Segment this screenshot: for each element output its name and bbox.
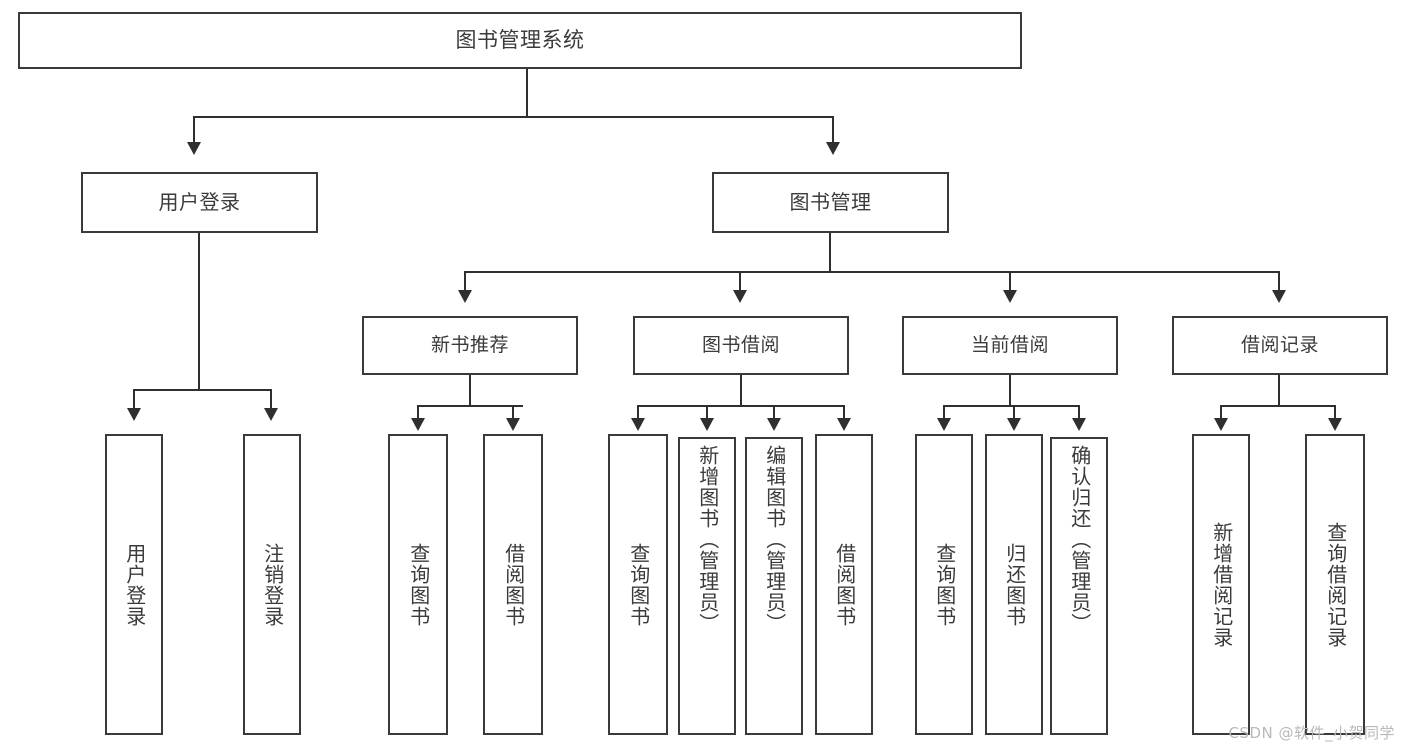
- connector-new-book-drop-2: [512, 405, 514, 419]
- leaf-query-book-2-label: 查询图书: [626, 542, 651, 627]
- arrowhead-new-book-recommend: [458, 290, 472, 303]
- connector-book-manage-stem: [829, 233, 831, 273]
- leaf-user-login[interactable]: 用户登录: [105, 434, 163, 735]
- arrowhead-current-borrow: [1003, 290, 1017, 303]
- connector-new-book-drop-1: [417, 405, 419, 419]
- arrowhead-leaf-query-book-3: [937, 418, 951, 431]
- connector-root-to-user-login: [193, 116, 195, 146]
- leaf-query-book-3-label: 查询图书: [932, 542, 957, 627]
- connector-book-borrow-drop-1: [637, 405, 639, 419]
- arrowhead-leaf-query-record: [1328, 418, 1342, 431]
- node-book-borrow[interactable]: 图书借阅: [633, 316, 849, 375]
- connector-user-login-drop-2: [270, 389, 272, 411]
- connector-borrow-record-bus: [1220, 405, 1336, 407]
- node-root[interactable]: 图书管理系统: [18, 12, 1022, 69]
- connector-to-borrow-record: [1278, 271, 1280, 293]
- leaf-borrow-book-1[interactable]: 借阅图书: [483, 434, 543, 735]
- leaf-query-book-3[interactable]: 查询图书: [915, 434, 973, 735]
- leaf-return-book-label: 归还图书: [1002, 542, 1027, 627]
- connector-root-to-book-manage: [832, 116, 834, 146]
- arrowhead-leaf-logout: [264, 408, 278, 421]
- leaf-edit-book-admin-label: 编辑图书（管理员）: [762, 445, 787, 634]
- connector-current-borrow-drop-2: [1013, 405, 1015, 419]
- connector-book-borrow-drop-2: [706, 405, 708, 419]
- node-book-manage[interactable]: 图书管理: [712, 172, 949, 233]
- leaf-logout[interactable]: 注销登录: [243, 434, 301, 735]
- arrowhead-leaf-query-book-1: [411, 418, 425, 431]
- leaf-user-login-label: 用户登录: [122, 542, 147, 627]
- leaf-borrow-book-2[interactable]: 借阅图书: [815, 434, 873, 735]
- node-new-book-recommend-label: 新书推荐: [430, 333, 509, 356]
- arrowhead-leaf-return-book: [1007, 418, 1021, 431]
- arrowhead-leaf-borrow-book-1: [506, 418, 520, 431]
- connector-book-borrow-drop-3: [773, 405, 775, 419]
- connector-current-borrow-drop-3: [1078, 405, 1080, 419]
- connector-current-borrow-bus: [943, 405, 1078, 407]
- arrowhead-leaf-borrow-book-2: [837, 418, 851, 431]
- node-user-login-label: 用户登录: [158, 190, 241, 215]
- node-new-book-recommend[interactable]: 新书推荐: [362, 316, 578, 375]
- connector-book-borrow-stem: [740, 375, 742, 407]
- connector-user-login-bus: [133, 389, 271, 391]
- leaf-borrow-book-1-label: 借阅图书: [501, 542, 526, 627]
- leaf-query-book-1-label: 查询图书: [406, 542, 431, 627]
- connector-new-book-bus: [417, 405, 523, 407]
- connector-user-login-drop-1: [133, 389, 135, 411]
- connector-book-borrow-drop-4: [843, 405, 845, 419]
- leaf-return-book[interactable]: 归还图书: [985, 434, 1043, 735]
- node-book-borrow-label: 图书借阅: [701, 333, 780, 356]
- leaf-add-record-label: 新增借阅记录: [1209, 521, 1234, 648]
- connector-root-bus: [193, 116, 834, 118]
- connector-to-current-borrow: [1009, 271, 1011, 293]
- node-current-borrow[interactable]: 当前借阅: [902, 316, 1118, 375]
- leaf-add-book-admin-label: 新增图书（管理员）: [695, 445, 720, 634]
- arrowhead-book-borrow: [733, 290, 747, 303]
- leaf-add-record[interactable]: 新增借阅记录: [1192, 434, 1250, 735]
- arrowhead-leaf-confirm-return: [1072, 418, 1086, 431]
- arrowhead-leaf-add-record: [1214, 418, 1228, 431]
- leaf-query-book-1[interactable]: 查询图书: [388, 434, 448, 735]
- leaf-query-record[interactable]: 查询借阅记录: [1305, 434, 1365, 735]
- node-book-manage-label: 图书管理: [789, 190, 872, 215]
- leaf-confirm-return-label: 确认归还（管理员）: [1067, 445, 1092, 634]
- connector-to-book-borrow: [739, 271, 741, 293]
- node-root-label: 图书管理系统: [455, 27, 585, 52]
- leaf-add-book-admin[interactable]: 新增图书（管理员）: [678, 437, 736, 735]
- arrowhead-leaf-edit-book-admin: [767, 418, 781, 431]
- connector-book-borrow-bus: [637, 405, 844, 407]
- arrowhead-leaf-query-book-2: [631, 418, 645, 431]
- node-current-borrow-label: 当前借阅: [970, 333, 1049, 356]
- arrowhead-user-login: [187, 142, 201, 155]
- leaf-logout-label: 注销登录: [260, 542, 285, 627]
- connector-level2-bus: [464, 271, 1280, 273]
- connector-borrow-record-drop-1: [1220, 405, 1222, 419]
- connector-user-login-stem: [198, 233, 200, 391]
- leaf-borrow-book-2-label: 借阅图书: [832, 542, 857, 627]
- node-borrow-record[interactable]: 借阅记录: [1172, 316, 1388, 375]
- node-borrow-record-label: 借阅记录: [1240, 333, 1319, 356]
- leaf-confirm-return[interactable]: 确认归还（管理员）: [1050, 437, 1108, 735]
- arrowhead-leaf-user-login: [127, 408, 141, 421]
- watermark-text: CSDN @软件_小贺同学: [1228, 724, 1395, 742]
- leaf-query-record-label: 查询借阅记录: [1323, 521, 1348, 648]
- connector-new-book-stem: [469, 375, 471, 407]
- connector-to-new-book: [464, 271, 466, 293]
- leaf-query-book-2[interactable]: 查询图书: [608, 434, 668, 735]
- arrowhead-borrow-record: [1272, 290, 1286, 303]
- connector-current-borrow-stem: [1009, 375, 1011, 407]
- connector-borrow-record-stem: [1278, 375, 1280, 407]
- arrowhead-leaf-add-book-admin: [700, 418, 714, 431]
- connector-borrow-record-drop-2: [1334, 405, 1336, 419]
- connector-root-stem: [526, 69, 528, 116]
- node-user-login[interactable]: 用户登录: [81, 172, 318, 233]
- leaf-edit-book-admin[interactable]: 编辑图书（管理员）: [745, 437, 803, 735]
- connector-current-borrow-drop-1: [943, 405, 945, 419]
- arrowhead-book-manage: [826, 142, 840, 155]
